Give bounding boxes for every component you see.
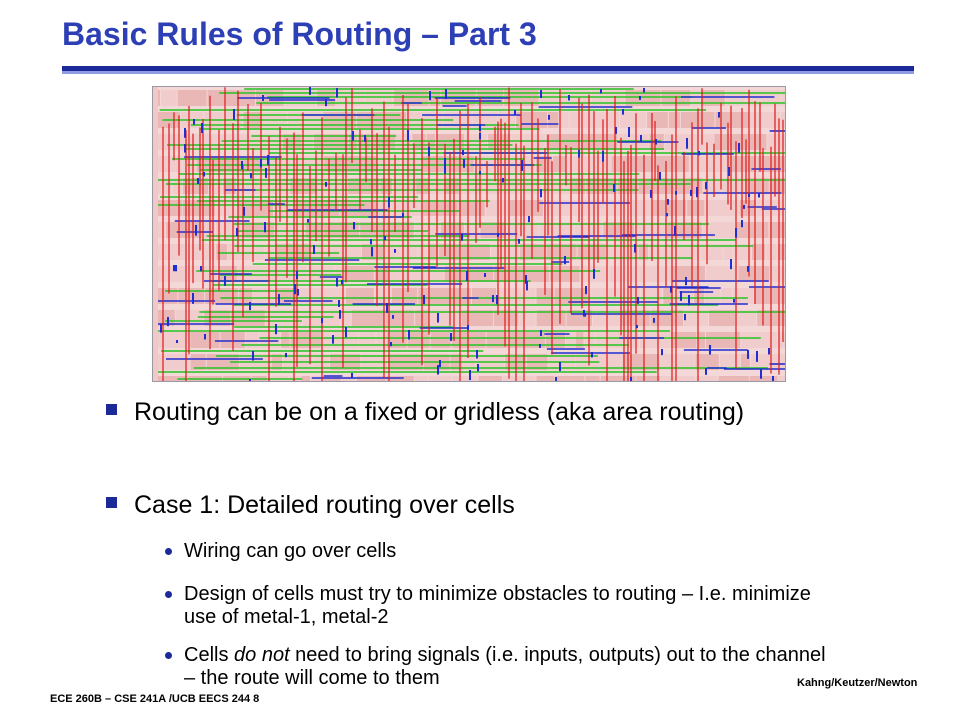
routing-layout-image bbox=[152, 86, 786, 382]
bullet-text: Case 1: Detailed routing over cells bbox=[134, 491, 515, 519]
title-underline bbox=[62, 66, 914, 71]
sub-bullet-text: Cells do not need to bring signals (i.e.… bbox=[184, 644, 826, 689]
footer-course: ECE 260B – CSE 241A /UCB EECS 244 8 bbox=[50, 693, 260, 705]
routing-layout-drawing bbox=[153, 87, 785, 381]
slide-title: Basic Rules of Routing – Part 3 bbox=[62, 16, 537, 52]
sub-bullet-text: Wiring can go over cells bbox=[184, 540, 397, 562]
dot-bullet-icon bbox=[165, 548, 172, 555]
dot-bullet-icon bbox=[165, 591, 172, 598]
square-bullet-icon bbox=[106, 404, 117, 415]
square-bullet-icon bbox=[106, 497, 117, 508]
dot-bullet-icon bbox=[165, 652, 172, 659]
footer-authors: Kahng/Keutzer/Newton bbox=[797, 677, 918, 689]
bullet-text: Routing can be on a fixed or gridless (a… bbox=[134, 398, 745, 426]
sub-bullet-text: Design of cells must try to minimize obs… bbox=[184, 583, 811, 628]
title-underline-shadow bbox=[62, 71, 914, 74]
